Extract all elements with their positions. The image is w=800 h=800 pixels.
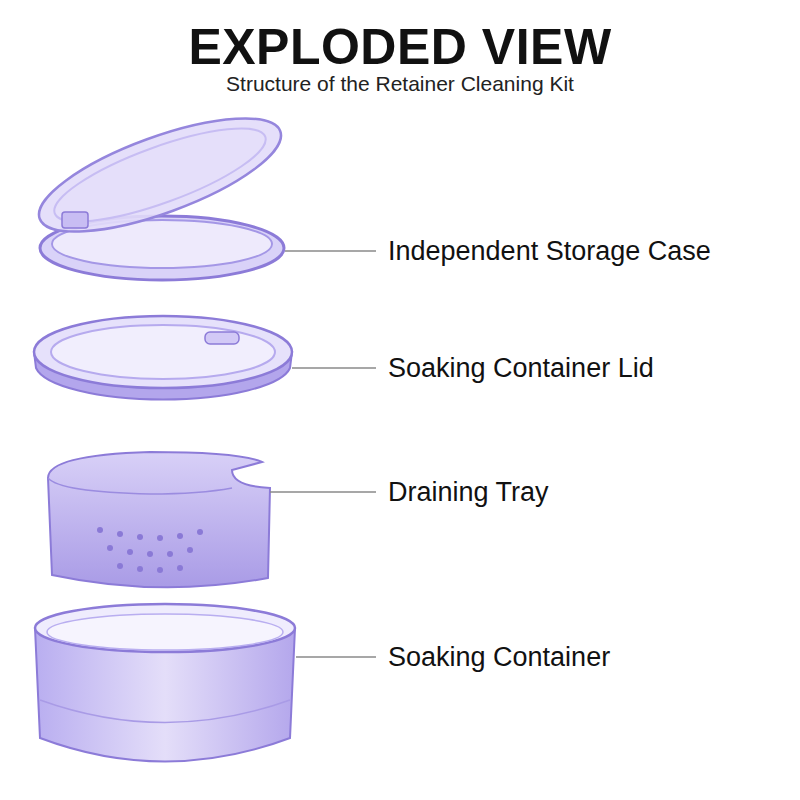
part-label: Soaking Container [388, 642, 610, 673]
subtitle: Structure of the Retainer Cleaning Kit [0, 72, 800, 96]
title: EXPLODED VIEW [0, 18, 800, 76]
draining-tray-drawing [48, 452, 270, 587]
storage-case-drawing [27, 96, 294, 280]
container-lid-drawing [34, 316, 292, 400]
part-label: Draining Tray [388, 477, 549, 508]
soaking-container-drawing [35, 604, 295, 762]
leader-lines [270, 251, 376, 657]
part-label: Soaking Container Lid [388, 353, 654, 384]
part-label: Independent Storage Case [388, 236, 711, 267]
